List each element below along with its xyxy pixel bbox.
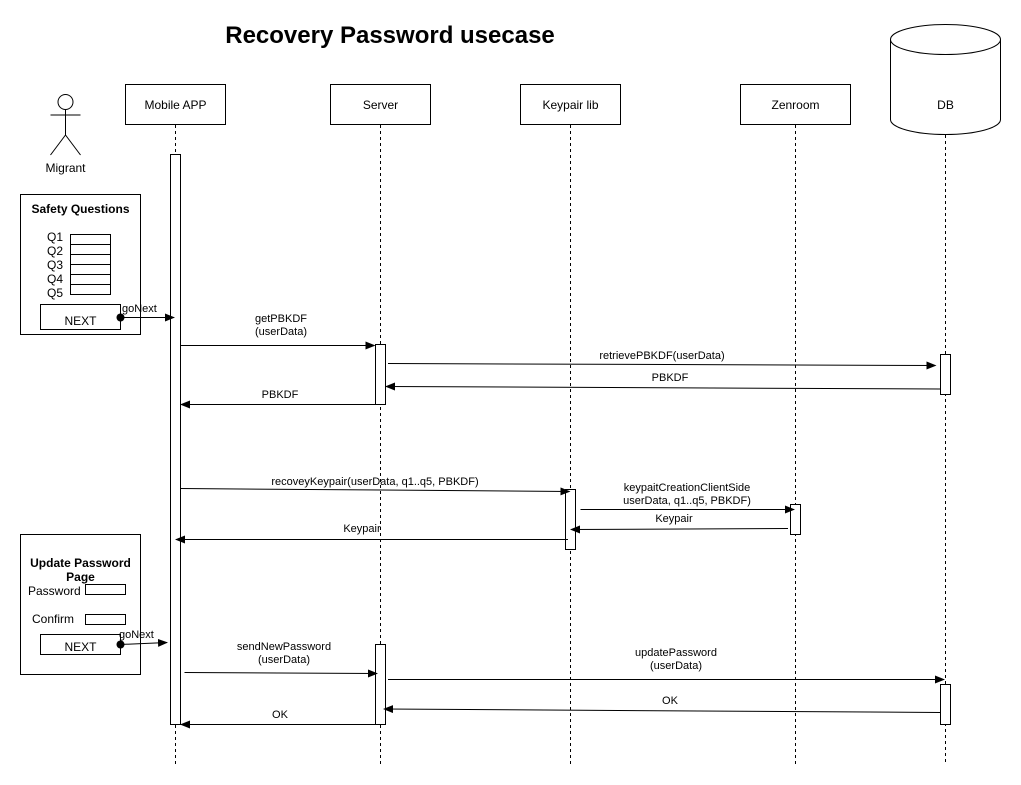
update-panel-title-1: Update Password: [30, 556, 131, 570]
pbkdf-return-server-label: PBKDF: [262, 389, 299, 401]
participant-db-label: DB: [937, 98, 954, 112]
update-password-label-2: (userData): [650, 660, 702, 672]
pbkdf-return-db-arrow: [385, 382, 941, 391]
update-next-label: NEXT: [64, 640, 97, 654]
question-field-4[interactable]: [70, 264, 111, 275]
confirm-field[interactable]: [85, 614, 126, 625]
get-pbkdf-label-1: getPBKDF: [255, 313, 307, 325]
update-panel-title-2: Page: [66, 570, 95, 584]
safety-next-button[interactable]: [40, 304, 121, 330]
retrieve-pbkdf-arrow: [387, 361, 937, 370]
question-field-3[interactable]: [70, 254, 111, 265]
get-pbkdf-label-2: (userData): [255, 326, 307, 338]
question-field-extra: [70, 284, 111, 295]
participant-keypair-label: Keypair lib: [542, 98, 598, 112]
db-activation-1: [940, 354, 951, 395]
send-new-password-label-2: (userData): [258, 654, 310, 666]
actor-label: Migrant: [45, 161, 86, 175]
participant-mobile-app: [125, 84, 226, 125]
go-next-label-1: goNext: [122, 303, 157, 315]
retrieve-pbkdf-label: retrievePBKDF(userData): [599, 350, 724, 362]
password-label: Password: [28, 584, 81, 598]
participant-mobile-label: Mobile APP: [144, 98, 206, 112]
zenroom-activation: [790, 504, 801, 535]
password-field[interactable]: [85, 584, 126, 595]
question-field-5[interactable]: [70, 274, 111, 285]
recovery-keypair-arrow: [180, 487, 571, 496]
question-label-5: Q5: [47, 286, 63, 300]
send-new-password-arrow: [184, 669, 378, 678]
question-label-2: Q2: [47, 244, 63, 258]
question-label-4: Q4: [47, 272, 63, 286]
participant-server: [330, 84, 431, 125]
question-field-1[interactable]: [70, 234, 111, 245]
participant-server-label: Server: [363, 98, 398, 112]
question-label-1: Q1: [47, 230, 63, 244]
migrant-actor: [50, 94, 81, 156]
keypair-creation-label-1: keypaitCreationClientSide: [624, 482, 751, 494]
ok-return-db-arrow: [383, 705, 941, 714]
server-activation-1: [375, 344, 386, 405]
diagram-title: Recovery Password usecase: [225, 22, 555, 49]
keypair-creation-label-2: userData, q1..q5, PBKDF): [623, 495, 751, 507]
pbkdf-return-db-label: PBKDF: [652, 372, 689, 384]
keypair-activation: [565, 489, 576, 550]
participant-keypair-lib: [520, 84, 621, 125]
go-next-arrow-2: [120, 638, 168, 647]
go-next-label-2: goNext: [119, 629, 154, 641]
question-label-3: Q3: [47, 258, 63, 272]
keypair-return-zen-label: Keypair: [655, 513, 693, 525]
participant-zenroom: [740, 84, 851, 125]
update-password-label-1: updatePassword: [635, 647, 717, 659]
recovery-keypair-label: recoveyKeypair(userData, q1..q5, PBKDF): [271, 476, 478, 488]
participant-db-cylinder: [890, 24, 1001, 135]
keypair-return-zen-arrow: [570, 525, 789, 534]
participant-zenroom-label: Zenroom: [771, 98, 819, 112]
mobile-activation: [170, 154, 181, 725]
send-new-password-label-1: sendNewPassword: [237, 641, 331, 653]
question-field-2[interactable]: [70, 244, 111, 255]
server-activation-2: [375, 644, 386, 725]
confirm-label: Confirm: [32, 612, 74, 626]
keypair-return-lib-label: Keypair: [343, 523, 381, 535]
ok-return-db-label: OK: [662, 695, 679, 707]
safety-next-label: NEXT: [64, 314, 97, 328]
db-activation-2: [940, 684, 951, 725]
ok-return-server-label: OK: [272, 709, 289, 721]
safety-panel-title: Safety Questions: [31, 202, 129, 216]
